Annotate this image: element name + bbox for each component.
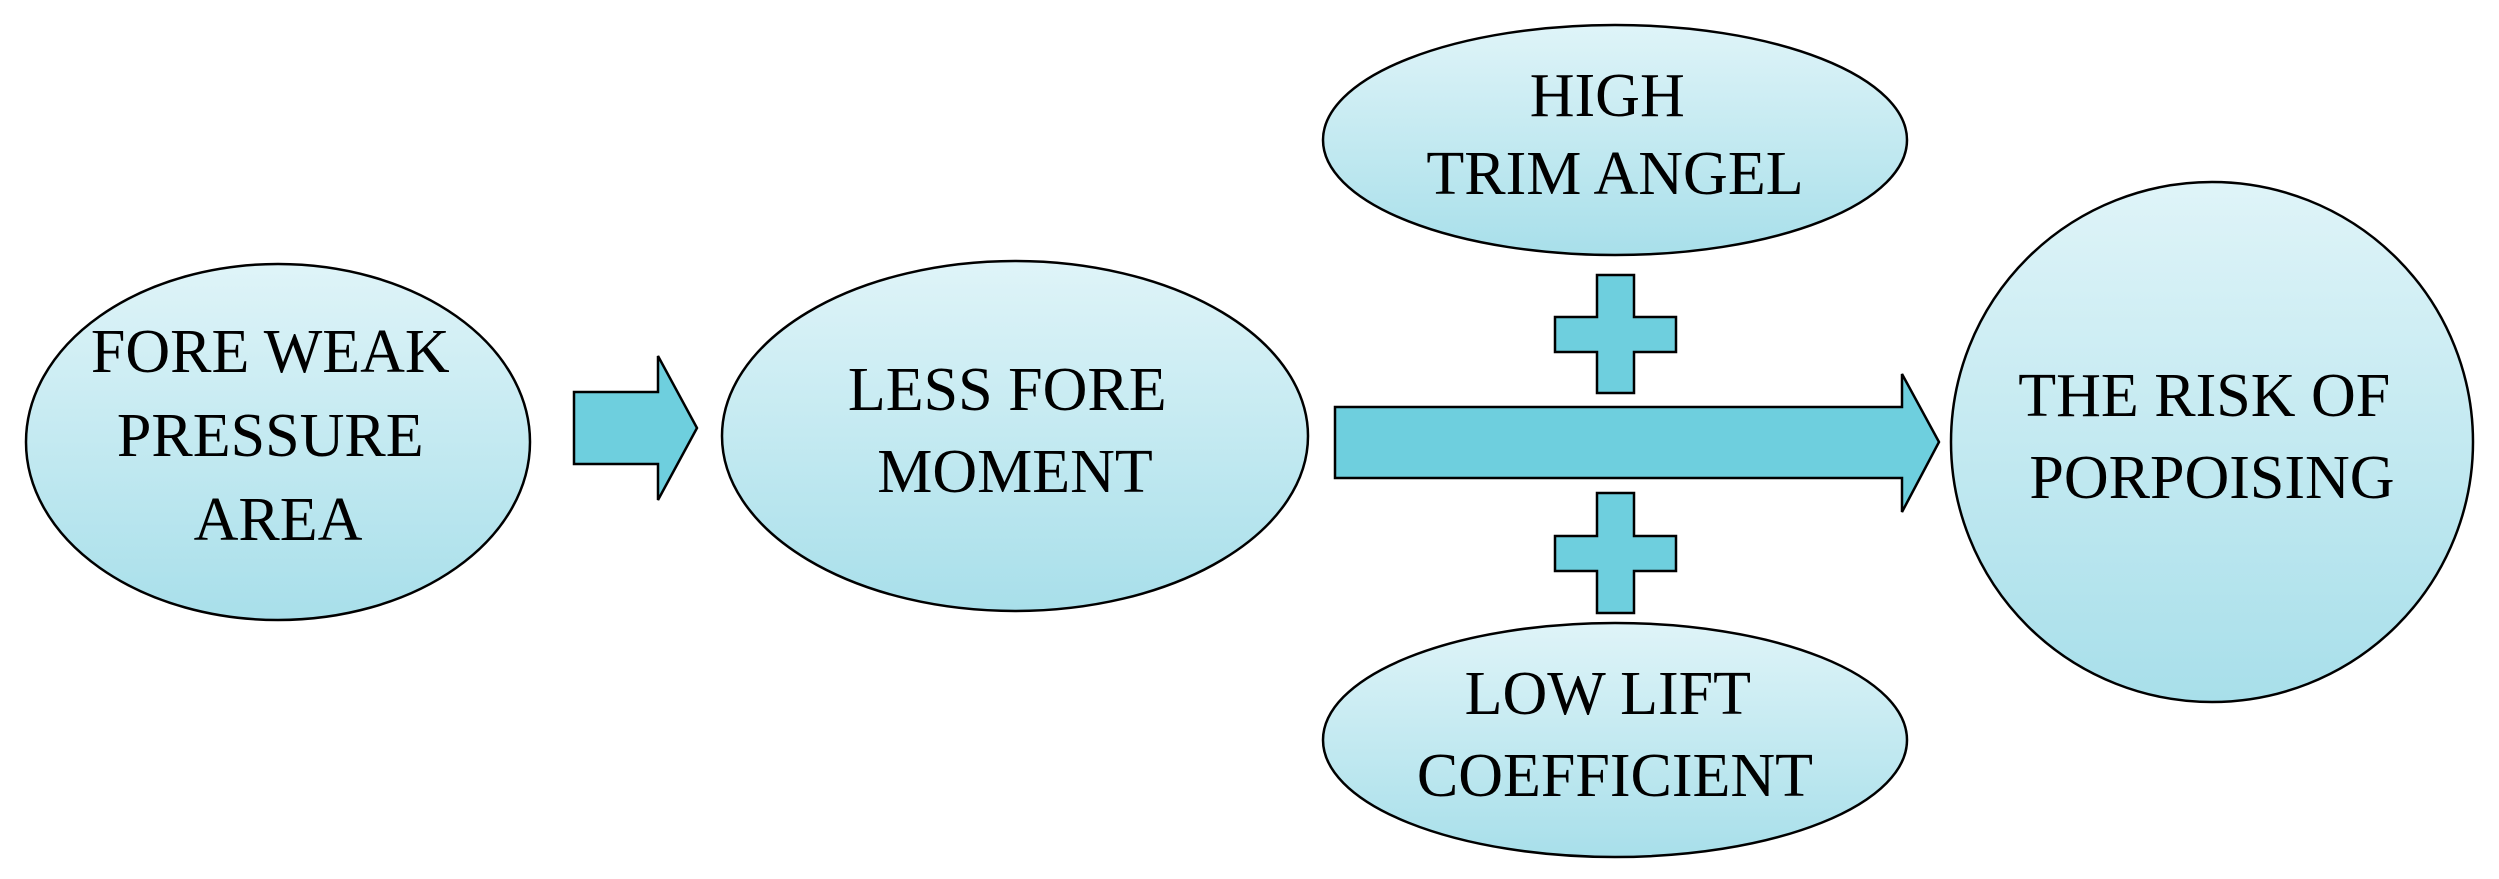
label-line: THE RISK OF	[2018, 362, 2390, 430]
block-arrow-right-icon	[572, 355, 699, 501]
node-high-trim-angel-label: HIGH TRIM ANGEL	[1426, 62, 1803, 208]
label-line: HIGH	[1530, 62, 1685, 130]
label-line: AREA	[194, 486, 363, 554]
label-line: MOMENT	[877, 438, 1153, 506]
label-line: LESS FORE	[848, 356, 1167, 424]
plus-icon	[1553, 273, 1678, 395]
node-low-lift-coefficient: LOW LIFT COEFFICIENT	[1321, 621, 1909, 859]
label-line: FORE WEAK	[91, 318, 450, 386]
node-fore-weak-pressure-area-shape	[24, 262, 532, 622]
node-high-trim-angel-shape	[1321, 23, 1909, 257]
label-line: PORPOISING	[2029, 444, 2394, 512]
node-less-fore-moment: LESS FORE MOMENT	[720, 259, 1310, 613]
node-risk-of-porpoising-label: THE RISK OF PORPOISING	[2018, 362, 2406, 512]
node-less-fore-moment-shape	[720, 259, 1310, 613]
node-fore-weak-pressure-area-label: FORE WEAK PRESSURE AREA	[91, 318, 465, 554]
node-less-fore-moment-label: LESS FORE MOMENT	[848, 356, 1182, 506]
node-risk-of-porpoising: THE RISK OF PORPOISING	[1949, 180, 2475, 704]
node-risk-of-porpoising-shape	[1949, 180, 2475, 704]
node-fore-weak-pressure-area: FORE WEAK PRESSURE AREA	[24, 262, 532, 622]
node-high-trim-angel: HIGH TRIM ANGEL	[1321, 23, 1909, 257]
node-low-lift-coefficient-label: LOW LIFT COEFFICIENT	[1417, 660, 1813, 810]
label-line: TRIM ANGEL	[1426, 140, 1803, 208]
node-low-lift-coefficient-shape	[1321, 621, 1909, 859]
label-line: PRESSURE	[117, 402, 424, 470]
plus-icon	[1553, 491, 1678, 615]
label-line: COEFFICIENT	[1417, 742, 1813, 810]
long-block-arrow-right-icon	[1333, 373, 1941, 513]
label-line: LOW LIFT	[1465, 660, 1751, 728]
